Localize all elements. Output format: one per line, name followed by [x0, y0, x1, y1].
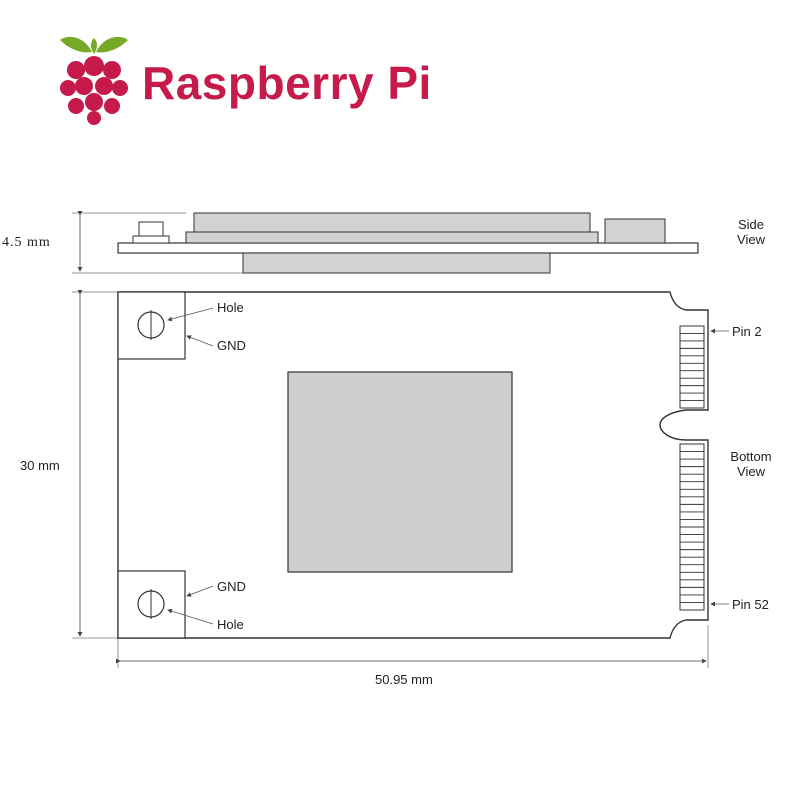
- side-connector: [604, 218, 666, 244]
- bottom-width-label: 50.95 mm: [375, 672, 433, 687]
- leader-top-hole: [167, 307, 214, 322]
- side-view-label-line1: Side: [737, 217, 765, 232]
- logo-leaf-right: [96, 36, 128, 53]
- brand-header: Raspberry Pi: [54, 30, 454, 130]
- side-view-label-line2: View: [737, 232, 765, 247]
- edge-pin-block: [679, 325, 705, 409]
- side-board: [117, 242, 699, 254]
- side-view-label: Side View: [728, 217, 774, 247]
- pin-last-label: Pin 52: [732, 597, 769, 612]
- side-component-base: [185, 231, 599, 244]
- side-antenna-base: [132, 235, 170, 244]
- edge-pins-lower: [679, 443, 705, 611]
- logo-berries: [60, 56, 128, 125]
- top-hole-label: Hole: [217, 300, 244, 315]
- leader-top-gnd: [186, 335, 214, 347]
- side-height-label: 4.5 mm: [2, 235, 51, 250]
- side-bottom-chip: [242, 252, 551, 274]
- bottom-gnd-label: GND: [217, 579, 246, 594]
- side-shield: [193, 212, 591, 233]
- raspberry-logo-icon: [60, 36, 128, 125]
- bottom-view: [72, 290, 729, 668]
- leader-bottom-hole: [167, 608, 214, 625]
- bottom-hole-label: Hole: [217, 617, 244, 632]
- logo-leaf-left: [60, 36, 92, 53]
- leader-bottom-gnd: [186, 585, 214, 597]
- edge-pins-upper: [679, 325, 705, 409]
- logo-leaf-center: [91, 38, 97, 54]
- bottom-view-label: Bottom View: [718, 449, 784, 479]
- bottom-main-chip: [287, 371, 513, 573]
- bottom-height-label: 30 mm: [20, 458, 60, 473]
- pin-first-label: Pin 2: [732, 324, 762, 339]
- top-gnd-label: GND: [217, 338, 246, 353]
- bottom-view-label-line1: Bottom: [730, 449, 772, 464]
- brand-name: Raspberry Pi: [142, 57, 432, 109]
- side-view: [72, 211, 699, 274]
- bottom-view-label-line2: View: [737, 464, 765, 479]
- side-antenna-connector: [138, 221, 164, 237]
